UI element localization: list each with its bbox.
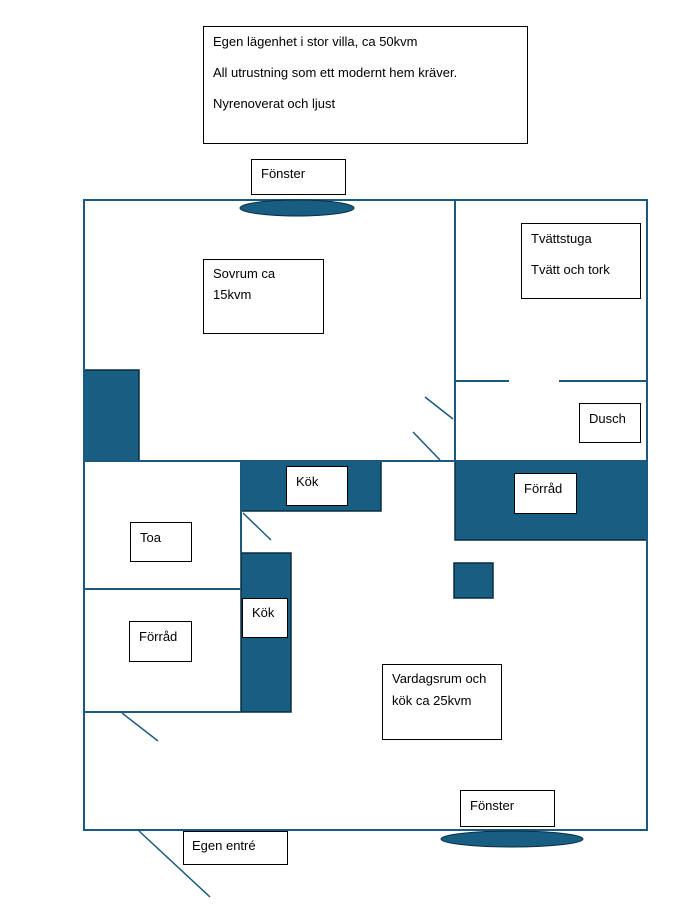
window-bottom-shape [440, 830, 584, 848]
door-kitchen [242, 512, 272, 541]
storage-left-label: Förråd [129, 621, 192, 662]
living-label: Vardagsrum och kök ca 25kvm [382, 664, 502, 740]
door-storage [121, 712, 159, 742]
window-top-label: Fönster [251, 159, 346, 195]
laundry-label: Tvättstuga Tvätt och tork [521, 223, 641, 299]
window-top-shape [239, 199, 355, 217]
shower-label: Dusch [579, 403, 641, 443]
pillar [453, 562, 494, 599]
door-swings [121, 396, 454, 898]
storage-right-label: Förråd [514, 473, 577, 514]
outer-wall [83, 199, 648, 831]
door-bedroom-1 [424, 396, 454, 420]
wall-block-left [83, 369, 140, 462]
door-bedroom-2 [412, 431, 441, 461]
door-entrance [138, 830, 211, 898]
toilet-label: Toa [130, 522, 192, 562]
interior-walls [84, 200, 647, 713]
kitchen-top-label: Kök [286, 466, 348, 506]
kitchen-side-label: Kök [242, 598, 288, 638]
bedroom-label: Sovrum ca 15kvm [203, 259, 324, 334]
info-box: Egen lägenhet i stor villa, ca 50kvm All… [203, 26, 528, 144]
info-line-1: Egen lägenhet i stor villa, ca 50kvm [213, 34, 418, 49]
window-bottom-label: Fönster [460, 790, 555, 827]
info-line-2: All utrustning som ett modernt hem kräve… [213, 65, 458, 80]
info-line-3: Nyrenoverat och ljust [213, 96, 336, 111]
entrance-label: Egen entré [183, 831, 288, 865]
